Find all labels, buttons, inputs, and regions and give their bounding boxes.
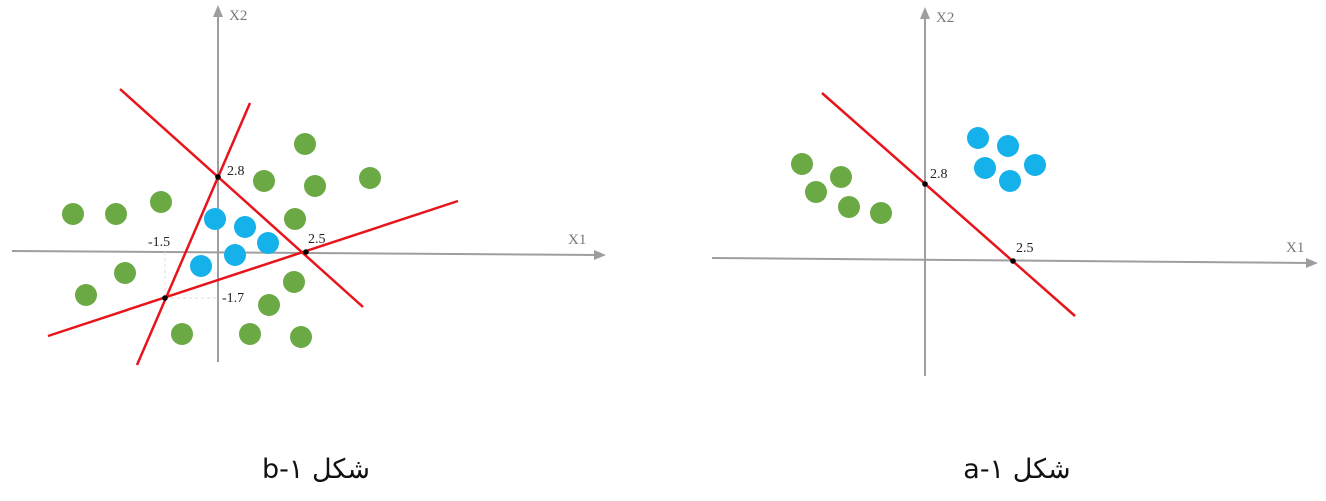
decision-line-b xyxy=(47,199,459,338)
green-class-points-b xyxy=(62,133,381,348)
green-class-points-a xyxy=(791,153,892,224)
intercept-label-b: -1.5 xyxy=(148,235,170,250)
intersection-point-b xyxy=(215,174,221,180)
green-point xyxy=(791,153,813,175)
green-point xyxy=(294,133,316,155)
intercept-label-b: -1.7 xyxy=(222,291,244,306)
blue-point xyxy=(224,244,246,266)
panel-a: X1 X2 2.8 2.5 شکل ۱-a xyxy=(711,7,1318,485)
green-point xyxy=(62,203,84,225)
green-point xyxy=(284,208,306,230)
blue-point xyxy=(999,170,1021,192)
blue-class-points-b xyxy=(190,208,279,277)
caption-b: شکل ۱-b xyxy=(262,454,370,485)
x1-axis-arrow-a xyxy=(1306,258,1318,268)
decision-line-b xyxy=(119,88,364,308)
x1-axis-label-a: X1 xyxy=(1286,240,1304,256)
green-point xyxy=(830,166,852,188)
blue-point xyxy=(204,208,226,230)
intercept-label-a: 2.5 xyxy=(1016,241,1034,256)
green-point xyxy=(105,203,127,225)
x2-axis-arrow-a xyxy=(920,7,930,19)
intercept-label-b: 2.8 xyxy=(227,164,245,179)
green-point xyxy=(870,202,892,224)
decision-line-a xyxy=(821,92,1076,317)
blue-class-points-a xyxy=(967,127,1046,192)
green-point xyxy=(114,262,136,284)
intersection-point-b xyxy=(162,295,168,301)
blue-point xyxy=(1024,154,1046,176)
x2-axis-label-b: X2 xyxy=(229,8,247,24)
caption-a: شکل ۱-a xyxy=(963,454,1070,485)
blue-point xyxy=(997,135,1019,157)
green-point xyxy=(253,170,275,192)
decision-line-b xyxy=(135,102,252,366)
blue-point xyxy=(974,157,996,179)
x1-axis-label-b: X1 xyxy=(568,232,586,248)
intercept-label-b: 2.5 xyxy=(308,232,326,247)
intersection-point-b xyxy=(303,249,309,255)
x2-axis-label-a: X2 xyxy=(936,10,954,26)
blue-point xyxy=(190,255,212,277)
green-point xyxy=(258,294,280,316)
green-point xyxy=(304,175,326,197)
intersection-point-a xyxy=(1010,258,1016,264)
blue-point xyxy=(967,127,989,149)
x2-axis-arrow-b xyxy=(213,5,223,17)
green-point xyxy=(150,191,172,213)
green-point xyxy=(239,323,261,345)
intercept-label-a: 2.8 xyxy=(930,167,948,182)
x1-axis-arrow-b xyxy=(594,250,606,260)
green-point xyxy=(75,284,97,306)
blue-point xyxy=(257,232,279,254)
green-point xyxy=(805,181,827,203)
blue-point xyxy=(234,216,256,238)
green-point xyxy=(290,326,312,348)
intersection-point-a xyxy=(922,181,928,187)
green-point xyxy=(359,167,381,189)
panel-b: X1 X2 2.8 2.5 -1.5 -1.7 xyxy=(11,5,606,485)
green-point xyxy=(838,196,860,218)
green-point xyxy=(171,323,193,345)
green-point xyxy=(283,271,305,293)
